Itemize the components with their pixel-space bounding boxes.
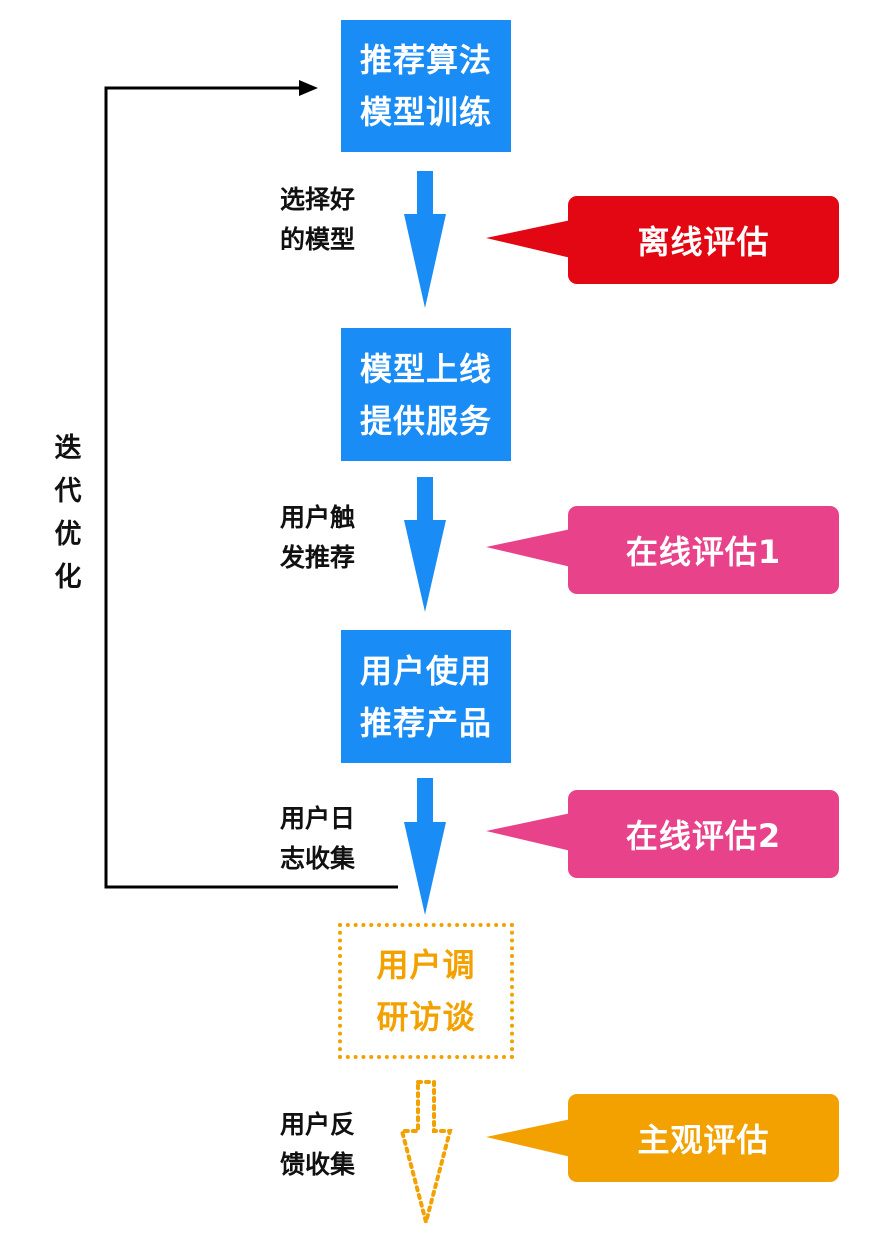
arrow-label-log-collect: 用户日 志收集 xyxy=(280,799,355,879)
step-model-online-line1: 模型上线 xyxy=(359,349,492,388)
step-user-interview-line1: 用户调 xyxy=(376,946,476,984)
loop-label: 迭 代 优 化 xyxy=(50,427,86,599)
step-user-interview-line2: 研访谈 xyxy=(376,998,476,1036)
arrow-label-log-collect-line1: 用户日 xyxy=(280,804,356,833)
callout-box-online2 xyxy=(568,790,839,878)
arrow-label-select-model: 选择好 的模型 xyxy=(280,180,355,260)
callout-pointer-subjective xyxy=(486,1119,571,1157)
loop-back-arrowhead xyxy=(299,80,318,96)
step-user-usage-line1: 用户使用 xyxy=(359,651,492,690)
step-user-interview: 用户调 研访谈 xyxy=(338,923,514,1059)
step-model-training-line2: 模型训练 xyxy=(359,93,492,131)
step-model-online-line2: 提供服务 xyxy=(359,401,492,440)
arrow-label-select-model-line1: 选择好 xyxy=(280,185,356,214)
arrow-label-feedback-line2: 馈收集 xyxy=(280,1150,356,1179)
arrow-label-trigger-line1: 用户触 xyxy=(280,503,356,532)
callout-pointer-online1 xyxy=(486,529,571,567)
step-model-online: 模型上线 提供服务 xyxy=(341,328,511,461)
loop-label-char-4: 化 xyxy=(54,562,82,593)
callout-pointer-offline xyxy=(486,220,571,258)
step-model-training-line1: 推荐算法 xyxy=(359,41,492,79)
callout-subjective-eval: 主观评估 xyxy=(637,1121,770,1159)
loop-label-char-1: 迭 xyxy=(54,433,82,464)
step-user-usage-line2: 推荐产品 xyxy=(359,703,492,742)
arrow-label-select-model-line2: 的模型 xyxy=(280,225,356,254)
loop-label-char-2: 代 xyxy=(54,476,82,507)
arrow-label-feedback: 用户反 馈收集 xyxy=(280,1105,355,1185)
loop-label-char-3: 优 xyxy=(54,519,82,550)
callout-online-eval-2: 在线评估2 xyxy=(625,817,782,855)
feedback-dotted-arrow xyxy=(399,1080,453,1230)
loop-back-line xyxy=(104,86,398,889)
down-arrow-2 xyxy=(404,477,446,612)
down-arrow-1 xyxy=(404,171,446,308)
callout-box-offline xyxy=(568,196,839,284)
arrow-label-log-collect-line2: 志收集 xyxy=(280,844,356,873)
callout-offline-eval: 离线评估 xyxy=(637,223,770,261)
arrow-label-trigger-line2: 发推荐 xyxy=(280,543,356,572)
callout-box-online1 xyxy=(568,506,839,594)
arrow-label-feedback-line1: 用户反 xyxy=(280,1110,356,1139)
step-user-usage: 用户使用 推荐产品 xyxy=(341,630,511,763)
arrow-label-trigger: 用户触 发推荐 xyxy=(280,498,355,578)
callout-box-subjective xyxy=(568,1094,839,1182)
callout-pointer-online2 xyxy=(486,813,571,851)
callout-online-eval-1: 在线评估1 xyxy=(625,533,782,571)
down-arrow-3 xyxy=(404,778,446,915)
step-model-training: 推荐算法 模型训练 xyxy=(341,20,511,152)
